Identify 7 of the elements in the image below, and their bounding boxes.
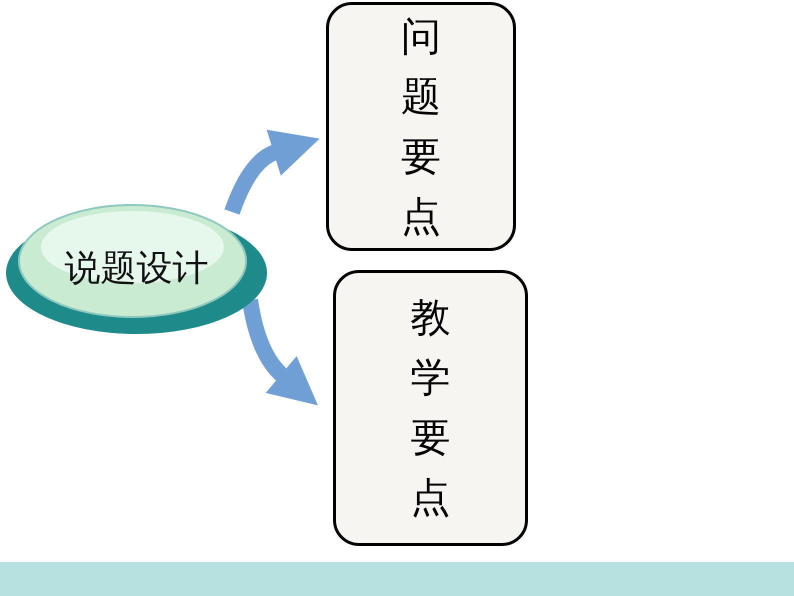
text-box (326, 2, 516, 251)
topic-label: 说题设计 (64, 246, 208, 290)
text-box (333, 270, 528, 546)
vertical-label: 教学要点 (410, 294, 452, 523)
curved-arrow (224, 130, 319, 215)
vertical-label: 问题要点 (400, 12, 442, 242)
curved-arrow (242, 298, 316, 407)
